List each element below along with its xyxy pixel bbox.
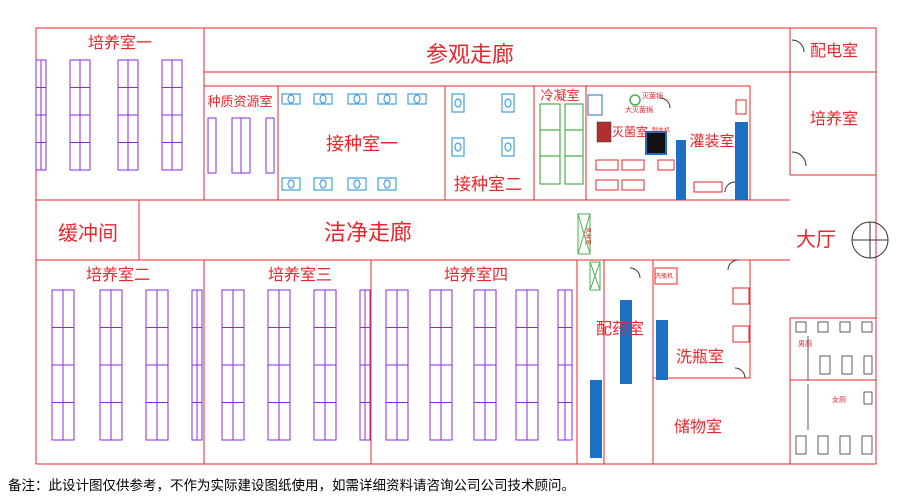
bench (347, 93, 367, 105)
label-big-sterilizer: 大灭菌锅 (625, 105, 653, 114)
label-culture-right: 培养室 (810, 109, 858, 128)
bench (313, 93, 333, 105)
bench (347, 177, 367, 191)
label-dispensing: 配药室 (596, 319, 644, 338)
doors (629, 39, 889, 379)
bench (377, 177, 397, 191)
inoculation-benches (281, 93, 515, 191)
label-inoc1: 接种室一 (326, 134, 398, 155)
footnote: 备注：此设计图仅供参考，不作为实际建设图纸使用，如需详细资料请咨询公司公司技术顾… (8, 478, 575, 494)
culture-racks-3 (221, 289, 371, 441)
label-hall: 大厅 (796, 227, 836, 251)
label-bottle-wash: 洗瓶室 (676, 347, 724, 366)
label-filling: 灌装室 (689, 132, 734, 150)
bench (501, 137, 515, 157)
label-toilet-f: 女厕 (832, 395, 846, 404)
culture-racks-1 (35, 59, 183, 171)
label-germplasm: 种质资源室 (207, 94, 272, 110)
label-cleaning-machine: 洗瓶机 (655, 272, 673, 280)
germplasm-shelves (207, 117, 275, 174)
label-cold: 冷凝室 (540, 88, 579, 104)
label-corridor-clean: 洁净走廊 (324, 221, 412, 246)
room-labels: 培养室一 参观走廊 配电室 培养室 种质资源室 接种室一 接种室二 冷凝室 灭菌… (58, 33, 858, 436)
label-buffer: 缓冲间 (58, 221, 118, 245)
floor-plan: 培养室一 参观走廊 配电室 培养室 种质资源室 接种室一 接种室二 冷凝室 灭菌… (35, 27, 889, 465)
culture-racks-2 (51, 289, 203, 441)
bench (451, 137, 465, 157)
equipment (577, 94, 750, 458)
bench (313, 177, 333, 191)
bench (501, 93, 515, 113)
label-corridor-visit: 参观走廊 (426, 43, 514, 68)
bench (281, 93, 301, 105)
walls (35, 27, 877, 465)
label-power: 配电室 (810, 41, 858, 60)
label-air-shower: 风淋室 (584, 227, 592, 245)
equipment-labels: 大灭菌锅 灭菌锅 制水机 洗瓶机 风淋室 男厕 女厕 (584, 91, 846, 404)
label-inoc2: 接种室二 (454, 175, 522, 195)
label-small-sterilizer: 灭菌锅 (642, 91, 663, 100)
bench (407, 93, 427, 105)
label-culture4: 培养室四 (444, 265, 508, 284)
bench (281, 177, 301, 191)
label-toilet-m: 男厕 (798, 340, 812, 348)
cold-room-racks (539, 103, 584, 185)
label-water-machine: 制水机 (652, 126, 670, 134)
toilet-fixtures (795, 321, 873, 455)
label-culture2: 培养室二 (86, 265, 150, 284)
label-storage: 储物室 (674, 417, 722, 436)
bench (377, 93, 397, 105)
bench (451, 93, 465, 113)
label-culture1: 培养室一 (88, 33, 152, 52)
culture-racks-4 (385, 289, 573, 441)
label-sterilize: 灭菌室 (612, 124, 648, 139)
label-culture3: 培养室三 (268, 265, 332, 284)
